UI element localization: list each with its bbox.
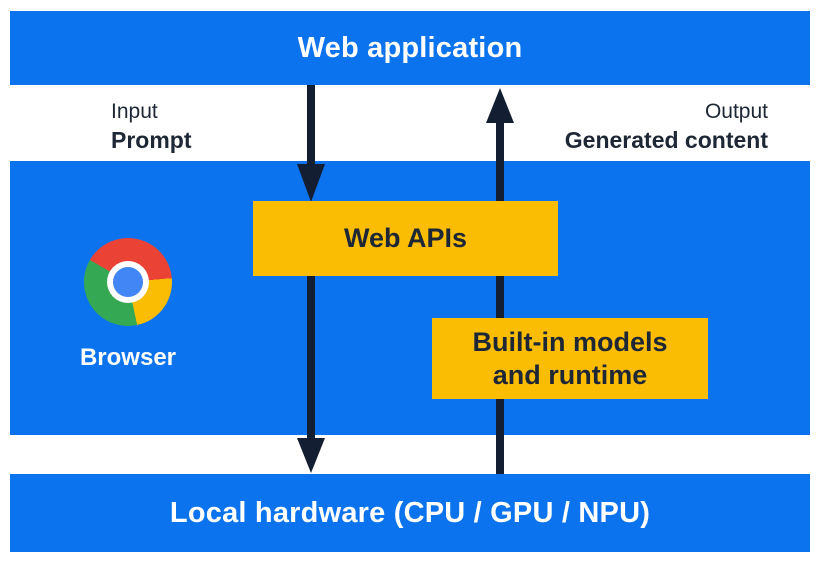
prompt-arrow-line-lower	[307, 276, 315, 438]
generated-content-arrowhead	[486, 88, 514, 123]
local-hardware-label: Local hardware (CPU / GPU / NPU)	[169, 496, 651, 529]
chrome-logo-blue-center	[113, 267, 143, 297]
prompt-arrowhead-into-web-apis	[297, 164, 325, 202]
builtin-models-box: Built-in models and runtime	[432, 318, 708, 399]
browser-group: Browser	[58, 238, 198, 372]
chrome-logo-icon	[84, 238, 172, 326]
builtin-models-line1: Built-in models	[472, 326, 668, 357]
input-caption: Input	[111, 100, 158, 123]
web-application-label: Web application	[297, 31, 523, 64]
prompt-arrow-line-upper	[307, 85, 315, 164]
input-label-block: Input Prompt	[111, 97, 192, 155]
local-hardware-band: Local hardware (CPU / GPU / NPU)	[10, 474, 810, 552]
builtin-models-line2: and runtime	[492, 359, 648, 390]
browser-label: Browser	[79, 344, 177, 371]
output-label-block: Output Generated content	[565, 97, 768, 155]
prompt-arrowhead-into-hardware	[297, 438, 325, 473]
web-apis-label: Web APIs	[343, 223, 468, 253]
web-apis-box: Web APIs	[253, 201, 558, 276]
generated-content-arrow-line	[496, 123, 504, 474]
web-application-band: Web application	[10, 11, 810, 85]
output-value: Generated content	[564, 127, 768, 153]
input-value: Prompt	[111, 127, 192, 153]
output-caption: Output	[704, 100, 768, 123]
